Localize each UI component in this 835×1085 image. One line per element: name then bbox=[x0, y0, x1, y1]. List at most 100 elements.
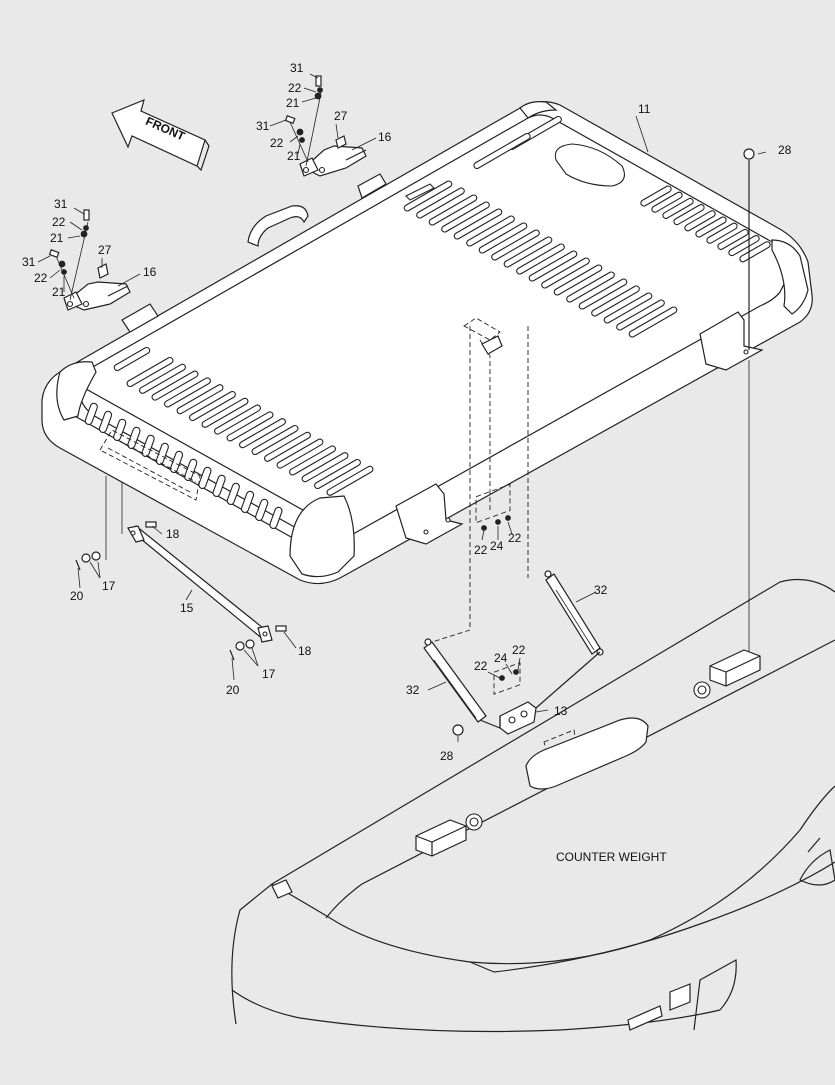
callout-17-b: 17 bbox=[262, 667, 276, 681]
callout-numbers: 11 28 16 16 27 27 31 22 21 31 22 21 31 2… bbox=[22, 61, 792, 763]
callout-22-e: 22 bbox=[474, 543, 488, 557]
vent-slot bbox=[301, 452, 349, 483]
vent-slot bbox=[717, 228, 749, 250]
callout-13: 13 bbox=[554, 704, 568, 718]
callout-16-upper: 16 bbox=[378, 130, 392, 144]
fascia-vent-slot bbox=[113, 418, 127, 441]
callout-21-c: 21 bbox=[50, 231, 64, 245]
vent-slot bbox=[151, 370, 199, 401]
callout-15: 15 bbox=[180, 601, 194, 615]
vent-slot bbox=[628, 306, 678, 338]
callout-22-b: 22 bbox=[270, 136, 284, 150]
vent-slot bbox=[201, 397, 249, 428]
callout-21-d: 21 bbox=[52, 285, 66, 299]
callout-24-a: 24 bbox=[490, 539, 504, 553]
vent-slot bbox=[264, 431, 311, 462]
fascia-vent-slot bbox=[169, 450, 184, 473]
fascia-vent-slot bbox=[255, 498, 269, 521]
vent-slot bbox=[503, 236, 553, 268]
callout-20-a: 20 bbox=[70, 589, 84, 603]
callout-17-a: 17 bbox=[102, 579, 116, 593]
callout-27-lower: 27 bbox=[98, 243, 112, 257]
vent-slot bbox=[491, 229, 540, 261]
callout-31-a: 31 bbox=[290, 61, 304, 75]
callout-22-c: 22 bbox=[52, 215, 66, 229]
gas-struts bbox=[423, 317, 604, 723]
leader-lines bbox=[37, 73, 767, 742]
vent-slot bbox=[673, 204, 705, 226]
vent-slot bbox=[289, 445, 336, 476]
fascia-vent-slot bbox=[269, 506, 283, 529]
fascia-vent-slot bbox=[155, 442, 169, 465]
fascia-vent-slot bbox=[127, 426, 141, 449]
fascia-vent-slot bbox=[198, 466, 212, 489]
vent-slot bbox=[640, 185, 672, 207]
callout-22-a: 22 bbox=[288, 81, 302, 95]
counter-weight: COUNTER WEIGHT bbox=[231, 579, 835, 1033]
vent-slot bbox=[214, 404, 261, 435]
callout-18-a: 18 bbox=[166, 527, 180, 541]
fascia-vent-slot bbox=[226, 482, 240, 505]
callout-28-top: 28 bbox=[778, 143, 792, 157]
callout-27-upper: 27 bbox=[334, 109, 348, 123]
vent-slot bbox=[684, 210, 716, 232]
vent-slot bbox=[541, 257, 590, 289]
vent-slot bbox=[189, 390, 236, 422]
vent-slots-middle bbox=[403, 180, 771, 338]
vent-slot bbox=[164, 377, 211, 408]
stay-rod bbox=[75, 476, 287, 661]
vent-slot bbox=[226, 411, 274, 442]
callout-32-b: 32 bbox=[406, 683, 420, 697]
vent-slots-side bbox=[84, 402, 283, 529]
vent-slot bbox=[662, 197, 694, 219]
bracket bbox=[452, 515, 601, 757]
vent-slot bbox=[239, 418, 286, 449]
vent-slot bbox=[403, 180, 453, 212]
callout-22-f: 22 bbox=[508, 531, 522, 545]
callout-21-a: 21 bbox=[286, 96, 300, 110]
vent-slot bbox=[739, 241, 771, 263]
vent-slot bbox=[416, 187, 465, 219]
vent-slot bbox=[706, 222, 738, 244]
vent-slot bbox=[553, 264, 603, 296]
vent-slot bbox=[466, 215, 515, 247]
fascia-vent-slot bbox=[184, 458, 198, 481]
vent-slot bbox=[276, 438, 324, 469]
vent-slot bbox=[453, 208, 503, 240]
vent-slot bbox=[326, 465, 374, 496]
fascia-vent-slot bbox=[212, 474, 226, 497]
fascia-vent-slot bbox=[240, 490, 255, 513]
fascia-vent-slot bbox=[98, 410, 113, 433]
fascia-vent-slot bbox=[141, 434, 155, 457]
callout-11: 11 bbox=[638, 102, 651, 116]
vent-slot bbox=[516, 243, 565, 275]
vent-slots-top bbox=[405, 115, 562, 201]
vent-slot bbox=[566, 271, 615, 303]
vent-slot bbox=[603, 292, 653, 324]
vent-slot bbox=[651, 191, 683, 213]
callout-21-b: 21 bbox=[287, 149, 301, 163]
vent-slot bbox=[478, 222, 528, 254]
callout-32-a: 32 bbox=[594, 583, 608, 597]
callout-18-b: 18 bbox=[298, 644, 312, 658]
vent-slot bbox=[176, 384, 224, 415]
callout-31-b: 31 bbox=[256, 119, 270, 133]
vent-slot bbox=[591, 285, 640, 317]
callout-31-d: 31 bbox=[22, 255, 36, 269]
vent-slot bbox=[728, 235, 760, 257]
callout-16-lower: 16 bbox=[143, 265, 157, 279]
callout-20-b: 20 bbox=[226, 683, 240, 697]
vent-slot bbox=[314, 458, 361, 490]
vent-slot bbox=[428, 194, 478, 226]
vent-slot bbox=[616, 299, 665, 331]
vent-slot bbox=[441, 201, 490, 233]
vent-slots-front bbox=[126, 356, 374, 496]
fascia-vent-slot bbox=[84, 402, 98, 425]
vent-slot bbox=[251, 424, 299, 456]
callout-22-h: 22 bbox=[512, 643, 526, 657]
vent-slot bbox=[139, 363, 186, 394]
callout-22-g: 22 bbox=[474, 659, 488, 673]
vent-slot bbox=[528, 250, 578, 282]
